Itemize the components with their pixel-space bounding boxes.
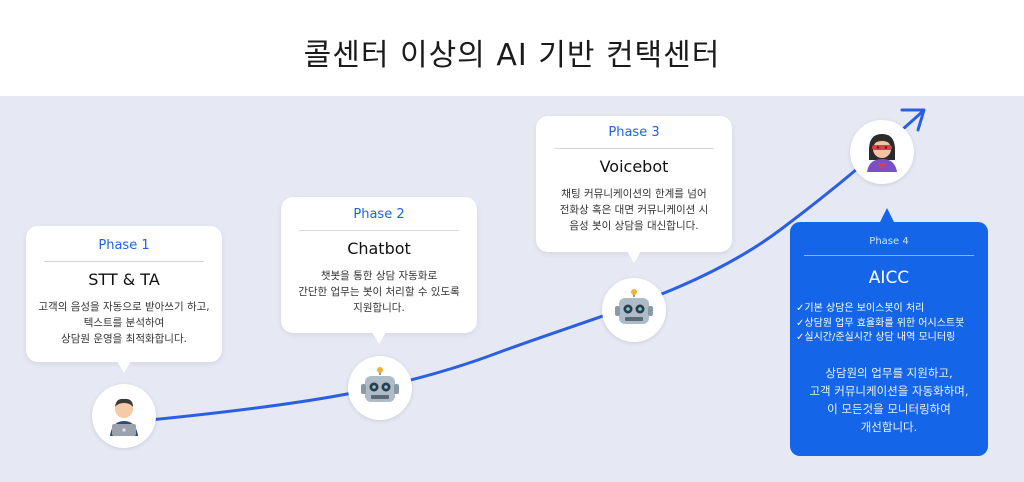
card-pointer	[117, 361, 131, 373]
phase-label: Phase 1	[98, 238, 150, 253]
phase-card-1: Phase 1 STT & TA 고객의 음성을 자동으로 받아쓰기 하고, 텍…	[26, 226, 222, 362]
phase-name: Chatbot	[347, 239, 411, 258]
page-title: 콜센터 이상의 AI 기반 컨택센터	[303, 38, 721, 73]
phase-label: Phase 2	[353, 207, 405, 222]
phase-description: 상담원의 업무를 지원하고, 고객 커뮤니케이션을 자동화하며, 이 모든것을 …	[809, 365, 969, 434]
card-pointer	[627, 251, 641, 263]
divider	[554, 148, 714, 149]
phase-description: 고객의 음성을 자동으로 받아쓰기 하고, 텍스트를 분석하여 상담원 운영을 …	[38, 301, 210, 345]
divider	[299, 230, 459, 231]
aicc-card: Phase 4 AICC ✓기본 상담은 보이스봇이 처리 ✓상담원 업무 효율…	[790, 222, 988, 456]
aicc-pointer	[880, 208, 894, 222]
phase-name: Voicebot	[599, 157, 669, 176]
card-pointer	[372, 332, 386, 344]
phase-2-avatar	[348, 356, 412, 420]
divider	[44, 261, 204, 262]
phase-label: Phase 3	[608, 125, 660, 140]
robot-icon	[361, 367, 399, 402]
phase-description: 챗봇을 통한 상담 자동화로 간단한 업무는 봇이 처리할 수 있도록 지원합니…	[298, 270, 460, 314]
superhero-woman-icon	[867, 134, 897, 172]
check-item: ✓기본 상담은 보이스봇이 처리	[796, 303, 925, 314]
check-item: ✓상담원 업무 효율화를 위한 어시스트봇	[796, 317, 965, 329]
phase-label: Phase 4	[869, 236, 909, 247]
phase-name: STT & TA	[88, 270, 160, 289]
robot-icon	[615, 289, 653, 324]
phase-card-2: Phase 2 Chatbot 챗봇을 통한 상담 자동화로 간단한 업무는 봇…	[281, 197, 477, 333]
phase-name: AICC	[868, 268, 910, 288]
person-laptop-icon	[110, 398, 138, 436]
arrow-head-icon	[900, 108, 926, 132]
phase-3-avatar	[602, 278, 666, 342]
divider	[804, 255, 974, 256]
aicc-checklist: ✓기본 상담은 보이스봇이 처리 ✓상담원 업무 효율화를 위한 어시스트봇 ✓…	[796, 302, 988, 346]
phase-4-avatar	[850, 120, 914, 184]
phase-1-avatar	[92, 384, 156, 448]
phase-description: 채팅 커뮤니케이션의 한계를 넘어 전화상 혹은 대면 커뮤니케이션 시 음성 …	[559, 188, 709, 232]
phase-card-3: Phase 3 Voicebot 채팅 커뮤니케이션의 한계를 넘어 전화상 혹…	[536, 116, 732, 252]
check-item: ✓실시간/준실시간 상담 내역 모니터링	[796, 332, 956, 343]
